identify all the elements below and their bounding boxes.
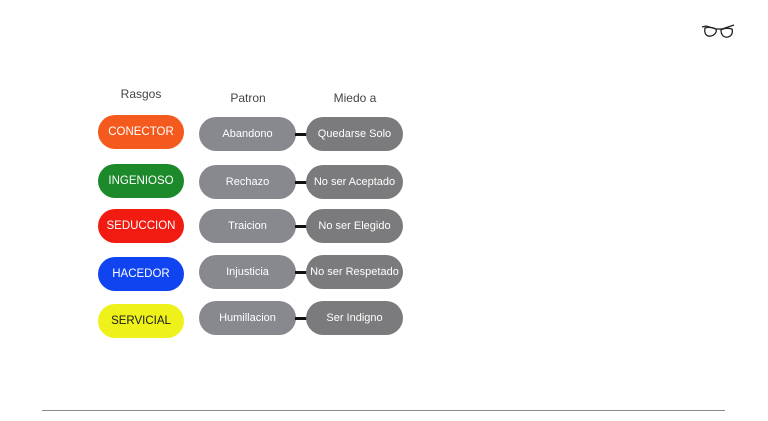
trait-pill: CONECTOR [98,115,184,149]
row-connector [295,133,307,136]
fear-pill: No ser Respetado [306,255,403,289]
bottom-divider [42,410,725,411]
fear-header: Miedo a [333,91,377,105]
pattern-pill: Injusticia [199,255,296,289]
row-connector [295,181,307,184]
trait-pill: INGENIOSO [98,164,184,198]
pattern-pill: Humillacion [199,301,296,335]
trait-pill: HACEDOR [98,257,184,291]
row-connector [295,225,307,228]
trait-pill: SERVICIAL [98,304,184,338]
row-connector [295,271,307,274]
fear-pill: No ser Aceptado [306,165,403,199]
pattern-pill: Traicion [199,209,296,243]
traits-header: Rasgos [120,87,162,101]
row-connector [295,317,307,320]
trait-pill: SEDUCCION [98,209,184,243]
eyeglasses-icon [701,24,735,38]
fear-pill: No ser Elegido [306,209,403,243]
pattern-pill: Abandono [199,117,296,151]
pattern-pill: Rechazo [199,165,296,199]
fear-pill: Quedarse Solo [306,117,403,151]
fear-pill: Ser Indigno [306,301,403,335]
pattern-header: Patron [230,91,266,105]
